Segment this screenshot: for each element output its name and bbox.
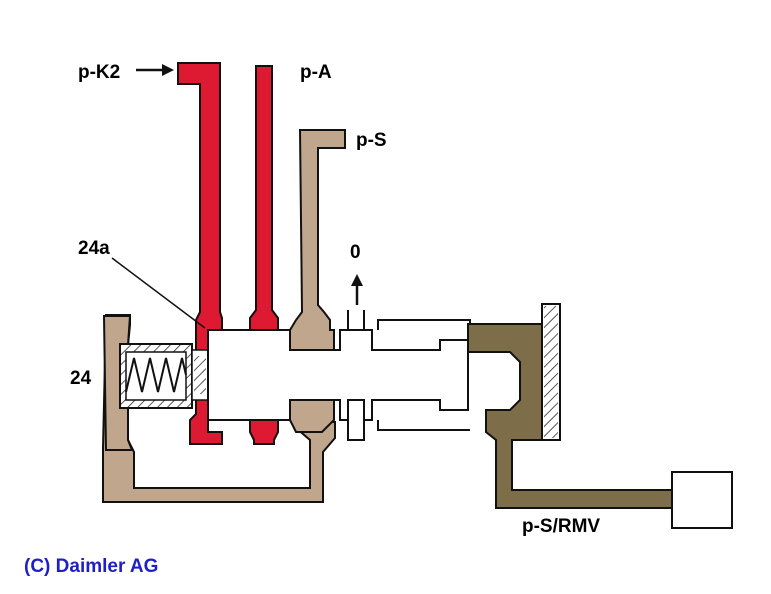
exhaust-arrow-icon (351, 274, 363, 305)
exhaust-port (347, 310, 365, 330)
leader-24a (111, 257, 206, 329)
pk2-arrow (136, 64, 174, 76)
rmv-chamber (467, 323, 673, 509)
rmv-valve-box (671, 471, 733, 529)
label-ps: p-S (356, 130, 387, 151)
label-pa: p-A (300, 62, 332, 83)
label-psrmv: p-S/RMV (522, 516, 600, 537)
pa-line-lower (249, 419, 279, 445)
main-spool (207, 329, 469, 421)
spring-coil (125, 357, 187, 393)
copyright: (C) Daimler AG (24, 556, 158, 577)
label-24a: 24a (78, 238, 110, 259)
ps-line (289, 129, 346, 351)
label-24: 24 (70, 368, 92, 389)
exhaust-gap (347, 399, 365, 441)
pk2-line (177, 62, 223, 445)
pa-line (249, 65, 279, 331)
label-zero: 0 (350, 242, 361, 263)
ps-line-lower (289, 399, 335, 433)
label-pk2: p-K2 (78, 62, 120, 83)
